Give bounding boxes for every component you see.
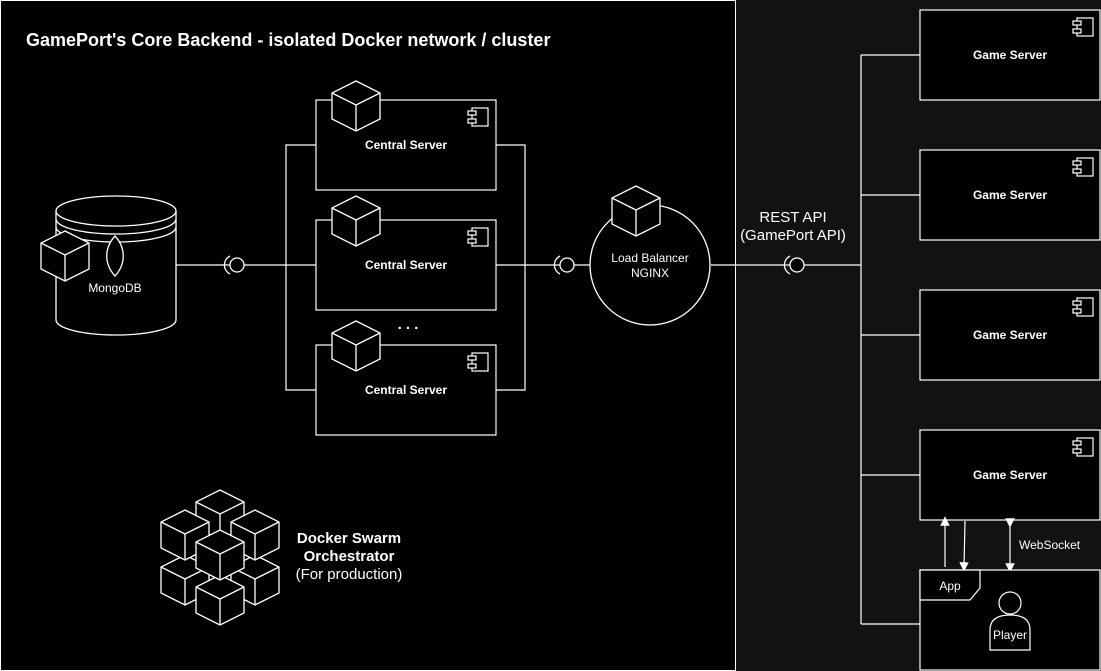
leaf-icon [106, 235, 124, 277]
connectors [176, 54, 920, 625]
load-balancer-label: Load Balancer [611, 251, 688, 265]
mongodb-label: MongoDB [88, 281, 141, 295]
game-server-label: Game Server [973, 188, 1047, 202]
game-server-3: Game Server [919, 289, 1101, 381]
game-server-2: Game Server [919, 149, 1101, 241]
more-servers-ellipsis: . . . [398, 316, 419, 333]
game-server-1: Game Server [919, 9, 1101, 101]
game-server-label: Game Server [973, 48, 1047, 62]
user-icon [998, 591, 1022, 615]
client-arrows [940, 516, 1015, 573]
rest-api-label: REST API [759, 209, 826, 226]
orchestrator-title: Docker Swarm [297, 530, 401, 547]
gameport-api-label: (GamePort API) [740, 227, 846, 244]
game-server-label: Game Server [973, 328, 1047, 342]
orchestrator-note: (For production) [296, 566, 403, 583]
central-server-label: Central Server [365, 383, 447, 397]
player-actor: Player [989, 591, 1031, 651]
app-label: App [939, 579, 961, 593]
mongodb-node: MongoDB [40, 195, 177, 336]
player-label: Player [993, 628, 1027, 642]
central-server-3: Central Server [315, 320, 497, 436]
central-server-2: Central Server [315, 195, 497, 311]
central-server-label: Central Server [365, 258, 447, 272]
central-server-label: Central Server [365, 138, 447, 152]
websocket-label: WebSocket [1019, 538, 1081, 552]
central-server-1: Central Server [315, 80, 497, 191]
game-server-4: Game Server [919, 429, 1101, 521]
game-server-label: Game Server [973, 468, 1047, 482]
orchestrator-subtitle: Orchestrator [304, 548, 395, 565]
cluster-title: GamePort's Core Backend - isolated Docke… [26, 30, 550, 50]
load-balancer-node: Load Balancer NGINX [589, 185, 711, 326]
nginx-label: NGINX [631, 266, 669, 280]
